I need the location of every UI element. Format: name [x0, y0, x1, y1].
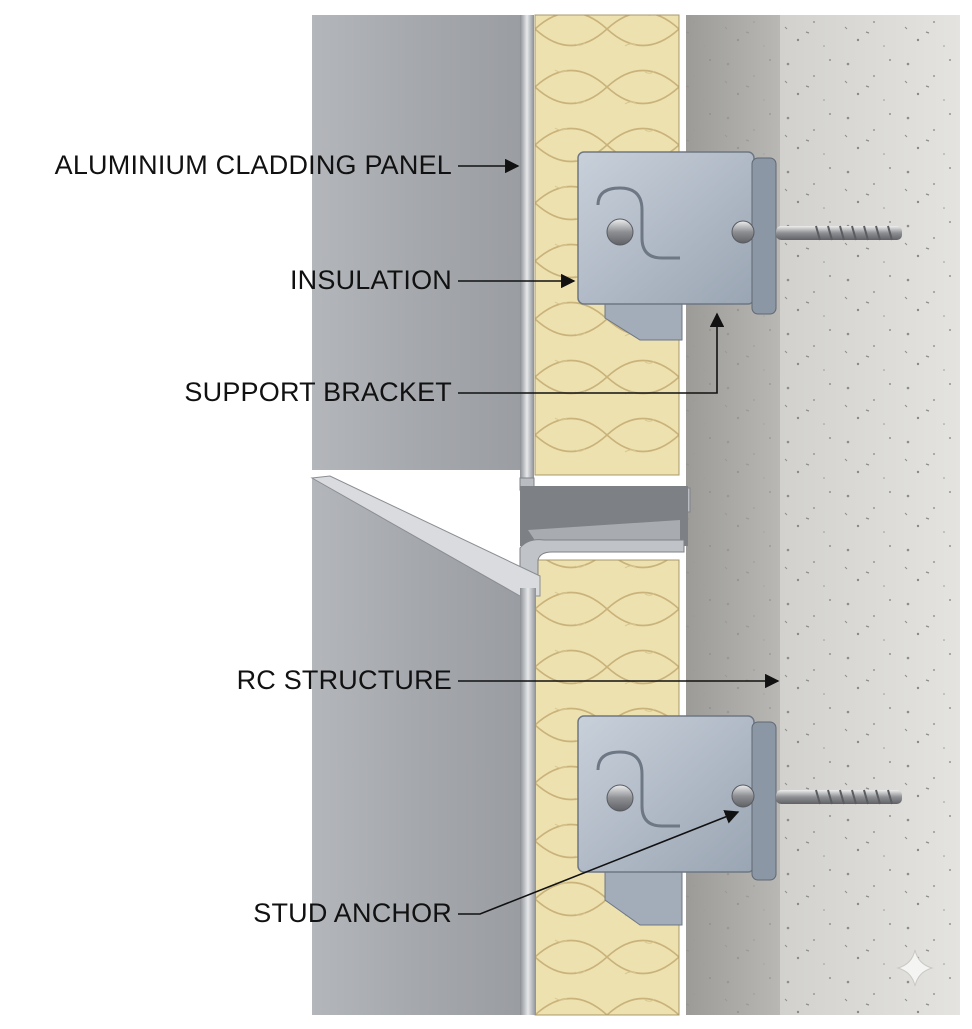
- upper-support-bracket: [577, 151, 902, 341]
- upper-panel-face: [312, 15, 524, 470]
- upper-panel-return: [520, 15, 534, 485]
- sparkle-icon: [896, 949, 934, 987]
- upper-bracket-slot: [596, 186, 680, 260]
- leader-stud-anchor: [458, 810, 740, 915]
- lower-support-bracket: [577, 715, 902, 926]
- lower-bracket-flange: [751, 721, 777, 881]
- lower-anchor-nut: [731, 784, 755, 808]
- leader-lines: [458, 158, 780, 915]
- label-support-bracket: SUPPORT BRACKET: [184, 377, 452, 407]
- lower-panel-return: [520, 588, 536, 1015]
- lower-panel-top-edge: [310, 475, 541, 597]
- lower-bracket-plate: [577, 715, 755, 873]
- upper-stud-anchor: [776, 225, 902, 241]
- upper-cladding-panel: [312, 15, 691, 513]
- upper-stud-threads: [815, 225, 893, 241]
- lower-stud-anchor: [776, 789, 902, 805]
- lower-panel-face: [312, 478, 520, 1015]
- upper-bracket-flange: [751, 157, 777, 315]
- lower-stud-shaft: [776, 790, 902, 804]
- leader-bracket: [458, 312, 725, 394]
- concrete-aggregate-texture: [780, 15, 960, 1015]
- lower-bracket-pin: [606, 784, 634, 812]
- label-aluminium-cladding-panel: ALUMINIUM CLADDING PANEL: [54, 150, 452, 180]
- label-insulation: INSULATION: [289, 265, 452, 295]
- label-rc-structure: RC STRUCTURE: [236, 665, 452, 695]
- upper-stud-shaft: [776, 226, 902, 240]
- label-stud-anchor: STUD ANCHOR: [253, 898, 452, 928]
- upper-bracket-plate: [577, 151, 755, 305]
- lower-stud-threads: [815, 789, 893, 805]
- lower-bracket-slot: [596, 750, 680, 828]
- upper-anchor-nut: [731, 220, 755, 244]
- lower-cladding-panel: [310, 475, 541, 1015]
- upper-bracket-pin: [606, 218, 634, 246]
